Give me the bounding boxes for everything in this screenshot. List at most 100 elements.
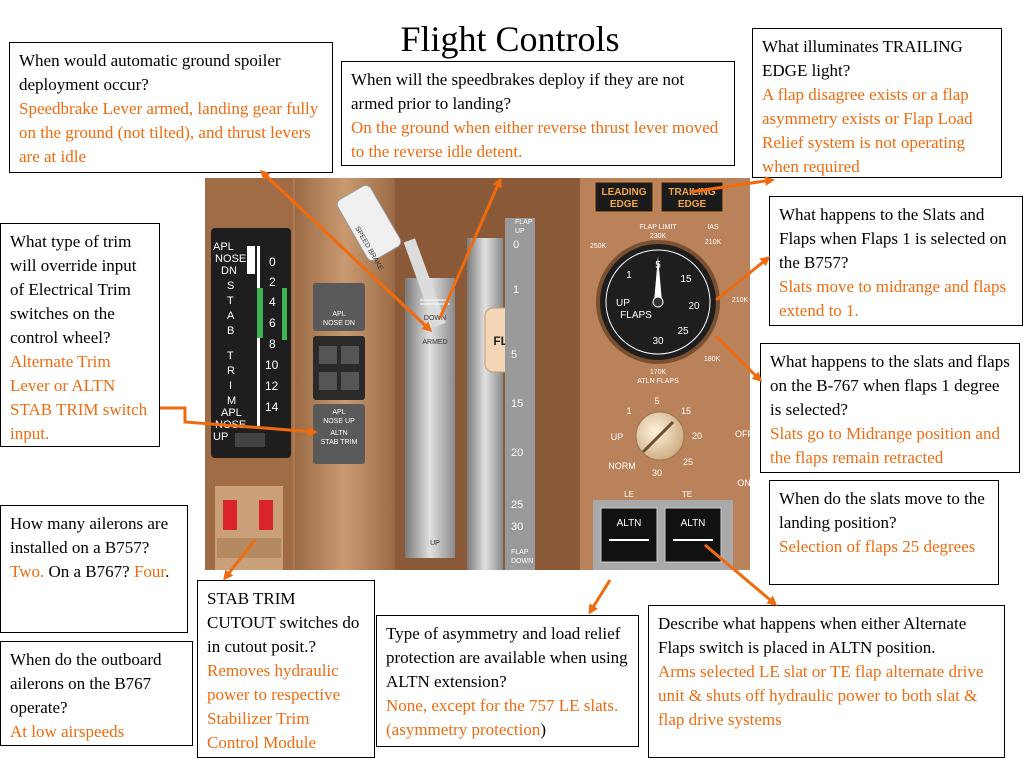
callout-flaps1-767: What happens to the slats and flaps on t…: [760, 343, 1020, 473]
callout-flaps1-767-question: What happens to the slats and flaps on t…: [770, 352, 1010, 419]
gauge-needle: [654, 256, 662, 302]
page-title: Flight Controls: [400, 19, 620, 59]
callout-trim-override-question: What type of trim will override input of…: [10, 232, 137, 347]
gauge-up: UP: [616, 298, 630, 309]
apl-up-0: APL: [332, 409, 345, 416]
callout-asymmetry-close: ): [540, 720, 547, 739]
callout-slats-landing: When do the slats move to the landing po…: [769, 480, 999, 585]
callout-altn-flaps-answer: Arms selected LE slat or TE flap alterna…: [658, 662, 984, 729]
te-altn-label: ALTN: [681, 518, 706, 529]
callout-stab-cutout: STAB TRIM CUTOUT switches do in cutout p…: [197, 580, 375, 758]
knob-mark-20: 20: [692, 431, 702, 441]
le-altn-switch[interactable]: [600, 507, 658, 563]
stab-label-9: I: [229, 380, 232, 392]
flap-scale: [505, 218, 535, 570]
apl-dn-0: APL: [332, 311, 345, 318]
off-label: OFF: [735, 429, 750, 439]
knob-mark-1: 1: [626, 406, 631, 416]
flap-limit-0: FLAP LIMIT: [639, 224, 677, 231]
callout-slats-landing-question: When do the slats move to the landing po…: [779, 489, 985, 532]
apl-up-1: NOSE UP: [323, 418, 355, 425]
stab-label-4: T: [227, 295, 234, 307]
gauge-mark-20: 20: [688, 301, 700, 312]
callout-ailerons-period: .: [165, 562, 170, 581]
callout-ailerons-answer-767: Four: [133, 562, 166, 581]
leading-edge-light: [594, 181, 654, 213]
te-label: TE: [682, 490, 692, 499]
gauge-mark-30: 30: [652, 336, 664, 347]
on-label: ON: [737, 478, 750, 488]
knob-norm: NORM: [608, 461, 636, 471]
flight-controls-panel: APL NOSE DN S T A B T R I M APL NOSE UP …: [205, 178, 750, 570]
k180-label: 180K: [704, 356, 721, 363]
apl-dn-1: NOSE DN: [323, 320, 355, 327]
stab-tick-1: 2: [269, 275, 276, 289]
k210b-label: 210K: [732, 297, 749, 304]
callout-flaps1-757-answer: Slats move to midrange and flaps extend …: [779, 277, 1007, 320]
apl-up-3: STAB TRIM: [321, 439, 358, 446]
knob-mark-25: 25: [683, 457, 693, 467]
callout-speedbrake-answer: On the ground when either reverse thrust…: [351, 118, 719, 161]
k210-label: 210K: [705, 239, 722, 246]
flap-up-0: FLAP: [515, 219, 533, 226]
callout-auto-spoiler: When would automatic ground spoiler depl…: [9, 42, 333, 173]
callout-ailerons-question: How many ailerons are installed on a B75…: [10, 514, 169, 557]
arrow-asymmetry: [588, 579, 612, 615]
ias-label: IAS: [707, 224, 719, 231]
stab-tick-5: 10: [265, 358, 279, 372]
callout-flaps1-757-question: What happens to the Slats and Flaps when…: [779, 205, 1007, 272]
knob-mark-30: 30: [652, 468, 662, 478]
flap-scale-0: 0: [513, 239, 519, 251]
callout-ailerons: How many ailerons are installed on a B75…: [0, 505, 188, 633]
flap-up-1: UP: [515, 228, 525, 235]
flap-scale-1: 1: [513, 284, 519, 296]
sb-up: UP: [430, 540, 440, 547]
alternate-trim-levers[interactable]: [313, 336, 365, 400]
callout-trim-override-answer: Alternate Trim Lever or ALTN STAB TRIM s…: [10, 352, 148, 443]
callout-speedbrake: When will the speedbrakes deploy if they…: [341, 61, 735, 166]
callout-speedbrake-question: When will the speedbrakes deploy if they…: [351, 70, 685, 113]
stab-label-8: R: [227, 365, 235, 377]
stab-label-2: DN: [221, 265, 237, 277]
le-label: LE: [624, 490, 634, 499]
callout-altn-flaps: Describe what happens when either Altern…: [648, 605, 1005, 758]
callout-asymmetry: Type of asymmetry and load relief protec…: [376, 615, 639, 747]
stab-tick-3: 6: [269, 316, 276, 330]
flap-down-1: DOWN: [511, 558, 533, 565]
sb-armed: ARMED: [422, 339, 447, 346]
le-light-1: EDGE: [610, 199, 639, 210]
sb-down: DOWN: [424, 315, 446, 322]
callout-stab-cutout-question: STAB TRIM CUTOUT switches do in cutout p…: [207, 589, 360, 656]
stab-label-11: APL: [221, 407, 242, 419]
stab-cutout-switch-left[interactable]: [223, 500, 237, 530]
gauge-mark-15: 15: [680, 274, 692, 285]
stab-label-1: NOSE: [215, 253, 246, 265]
stab-cutout-switch-right[interactable]: [259, 500, 273, 530]
callout-flaps1-757: What happens to the Slats and Flaps when…: [769, 196, 1023, 326]
flap-limit-1: 230K: [650, 233, 667, 240]
stab-tick-4: 8: [269, 337, 276, 351]
stab-label-7: T: [227, 350, 234, 362]
stab-label-12: NOSE: [215, 419, 246, 431]
flap-down-0: FLAP: [511, 549, 529, 556]
knob-up: UP: [611, 432, 624, 442]
callout-trailing-edge: What illuminates TRAILING EDGE light? A …: [752, 28, 1002, 178]
callout-auto-spoiler-question: When would automatic ground spoiler depl…: [19, 51, 281, 94]
callout-asymmetry-question: Type of asymmetry and load relief protec…: [386, 624, 628, 691]
te-altn-switch[interactable]: [664, 507, 722, 563]
callout-ailerons-answer-757: Two.: [10, 562, 45, 581]
flap-scale-5: 5: [511, 349, 517, 361]
stab-label-0: APL: [213, 241, 234, 253]
callout-trailing-edge-question: What illuminates TRAILING EDGE light?: [762, 37, 963, 80]
callout-flaps1-767-answer: Slats go to Midrange position and the fl…: [770, 424, 1000, 467]
callout-outboard-answer: At low airspeeds: [10, 722, 125, 741]
atln-1: ATLN FLAPS: [637, 378, 679, 385]
stab-label-10: M: [227, 395, 236, 407]
stab-tick-7: 14: [265, 400, 279, 414]
callout-outboard-question: When do the outboard ailerons on the B76…: [10, 650, 162, 717]
callout-altn-flaps-question: Describe what happens when either Altern…: [658, 614, 967, 657]
stab-tick-6: 12: [265, 379, 279, 393]
callout-trailing-edge-answer: A flap disagree exists or a flap asymmet…: [762, 85, 973, 176]
apl-up-2: ALTN: [330, 430, 347, 437]
cockpit-illustration: APL NOSE DN S T A B T R I M APL NOSE UP …: [205, 178, 750, 570]
